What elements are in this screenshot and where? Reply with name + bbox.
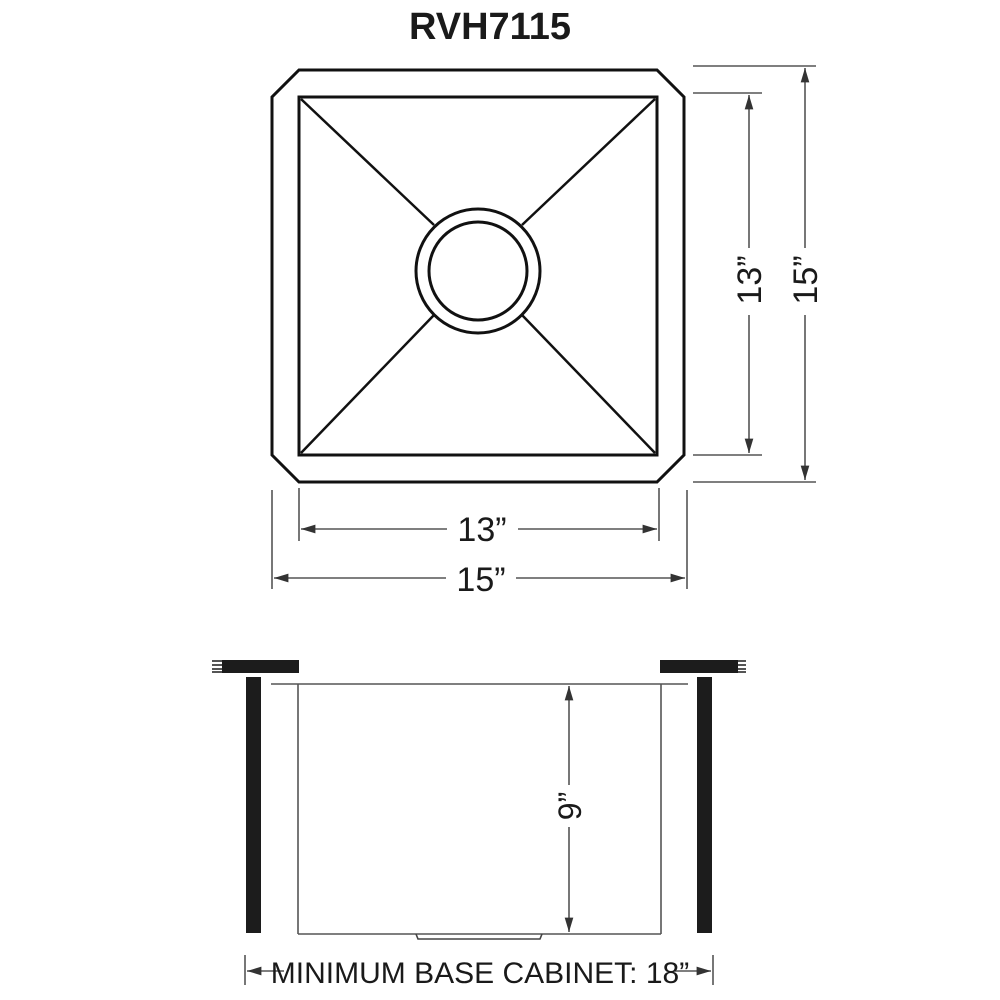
cabinet-wall-left (246, 677, 261, 933)
model-title: RVH7115 (409, 6, 571, 48)
countertop-left (222, 660, 299, 673)
countertop-right (660, 660, 738, 673)
side-view: 9” MINIMUM BASE CABINET: 18” (212, 660, 746, 990)
basin-slope-lines (300, 98, 656, 454)
outer-height-label: 15” (787, 255, 825, 304)
inner-height-label: 13” (731, 255, 769, 304)
sink-basin (297, 95, 659, 457)
depth-label: 9” (552, 792, 588, 820)
sink-outer-rim (270, 68, 686, 484)
outer-width-label: 15” (456, 561, 505, 599)
cabinet-wall-right (697, 677, 712, 933)
drain-icon (414, 207, 542, 335)
height-dimensions (693, 65, 816, 483)
width-dimensions (271, 488, 688, 589)
top-view: 13” 15” 13” 15” (270, 65, 825, 599)
inner-width-label: 13” (457, 511, 506, 549)
cabinet-label: MINIMUM BASE CABINET: 18” (271, 957, 689, 990)
cabinet-dimension (244, 955, 714, 985)
sink-profile (271, 683, 688, 940)
